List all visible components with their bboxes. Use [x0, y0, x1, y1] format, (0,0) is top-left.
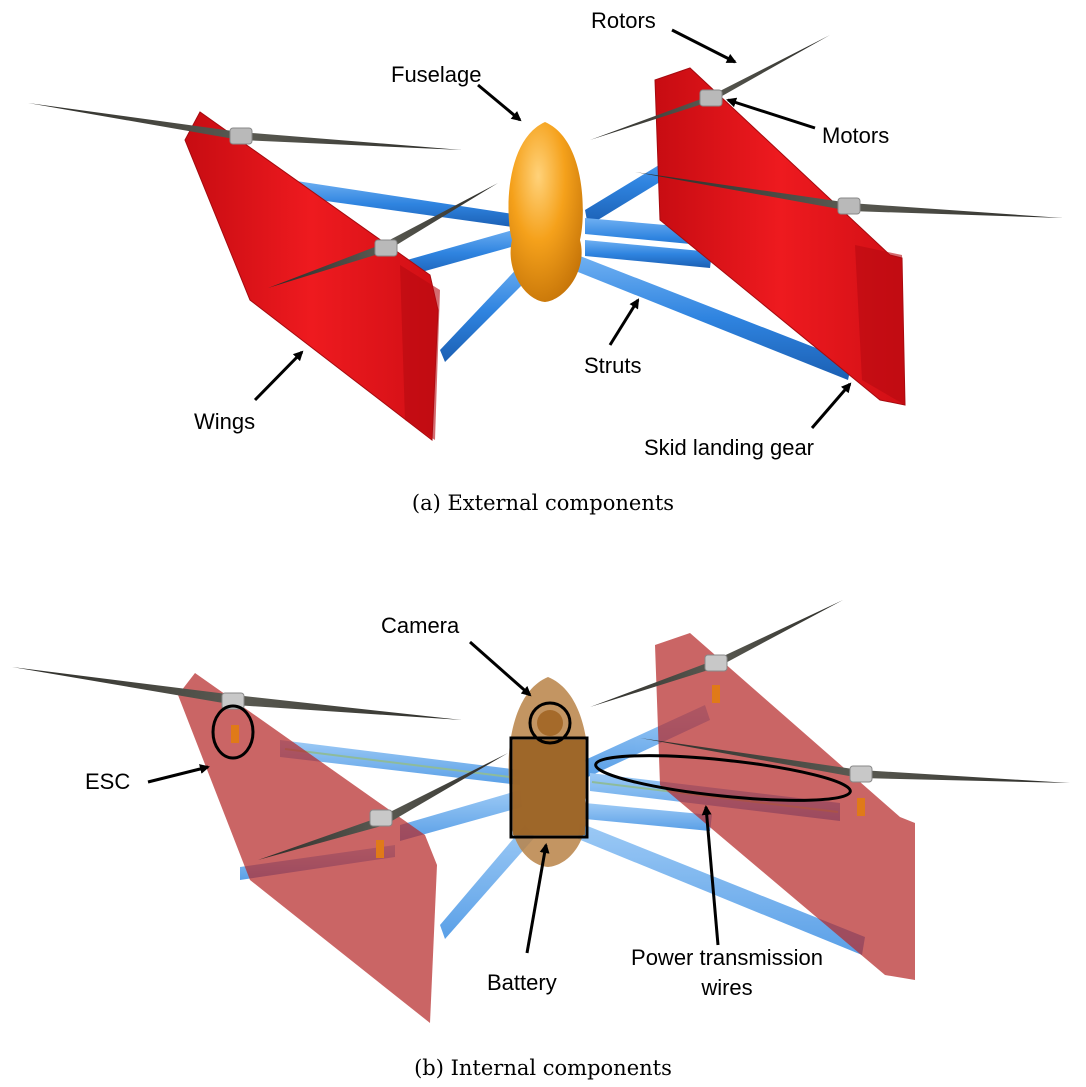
caption-b: (b) Internal components	[414, 1056, 672, 1080]
label-skid-landing-gear: Skid landing gear	[644, 435, 814, 460]
label-camera: Camera	[381, 613, 460, 638]
label-esc: ESC	[85, 769, 130, 794]
label-fuselage: Fuselage	[391, 62, 482, 87]
label-wings: Wings	[194, 409, 255, 434]
wing-right-internal	[655, 633, 915, 980]
wing-left-internal	[178, 673, 437, 1023]
label-struts: Struts	[584, 353, 641, 378]
wing-left	[185, 112, 440, 440]
label-rotors: Rotors	[591, 8, 656, 33]
battery-body	[513, 740, 585, 835]
camera-body	[537, 710, 563, 736]
wing-right	[655, 68, 905, 405]
label-motors: Motors	[822, 123, 889, 148]
drone-internal-diagram: Camera ESC Battery Power transmission wi…	[0, 545, 1086, 1087]
caption-a: (a) External components	[412, 491, 674, 515]
label-power-transmission: Power transmission	[631, 945, 823, 970]
label-battery: Battery	[487, 970, 557, 995]
figure-internal-components: Camera ESC Battery Power transmission wi…	[0, 545, 1086, 1087]
label-wires: wires	[700, 975, 752, 1000]
drone-external-diagram: Rotors Fuselage Motors Struts Wings Skid…	[0, 0, 1086, 530]
figure-external-components: Rotors Fuselage Motors Struts Wings Skid…	[0, 0, 1086, 530]
fuselage	[508, 122, 582, 302]
